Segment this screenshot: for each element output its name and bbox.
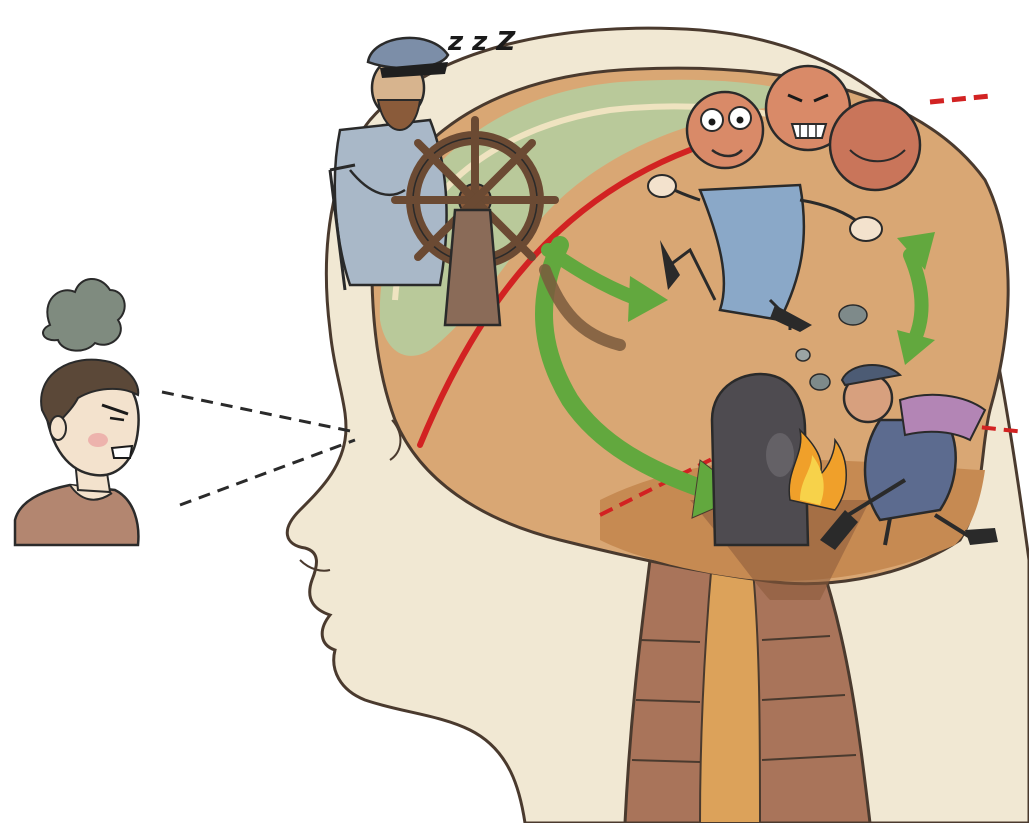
sleep-text: z z Z <box>447 27 516 57</box>
stress-cloud-icon <box>43 279 125 351</box>
brain-stem <box>625 560 870 823</box>
angry-man <box>15 360 139 545</box>
